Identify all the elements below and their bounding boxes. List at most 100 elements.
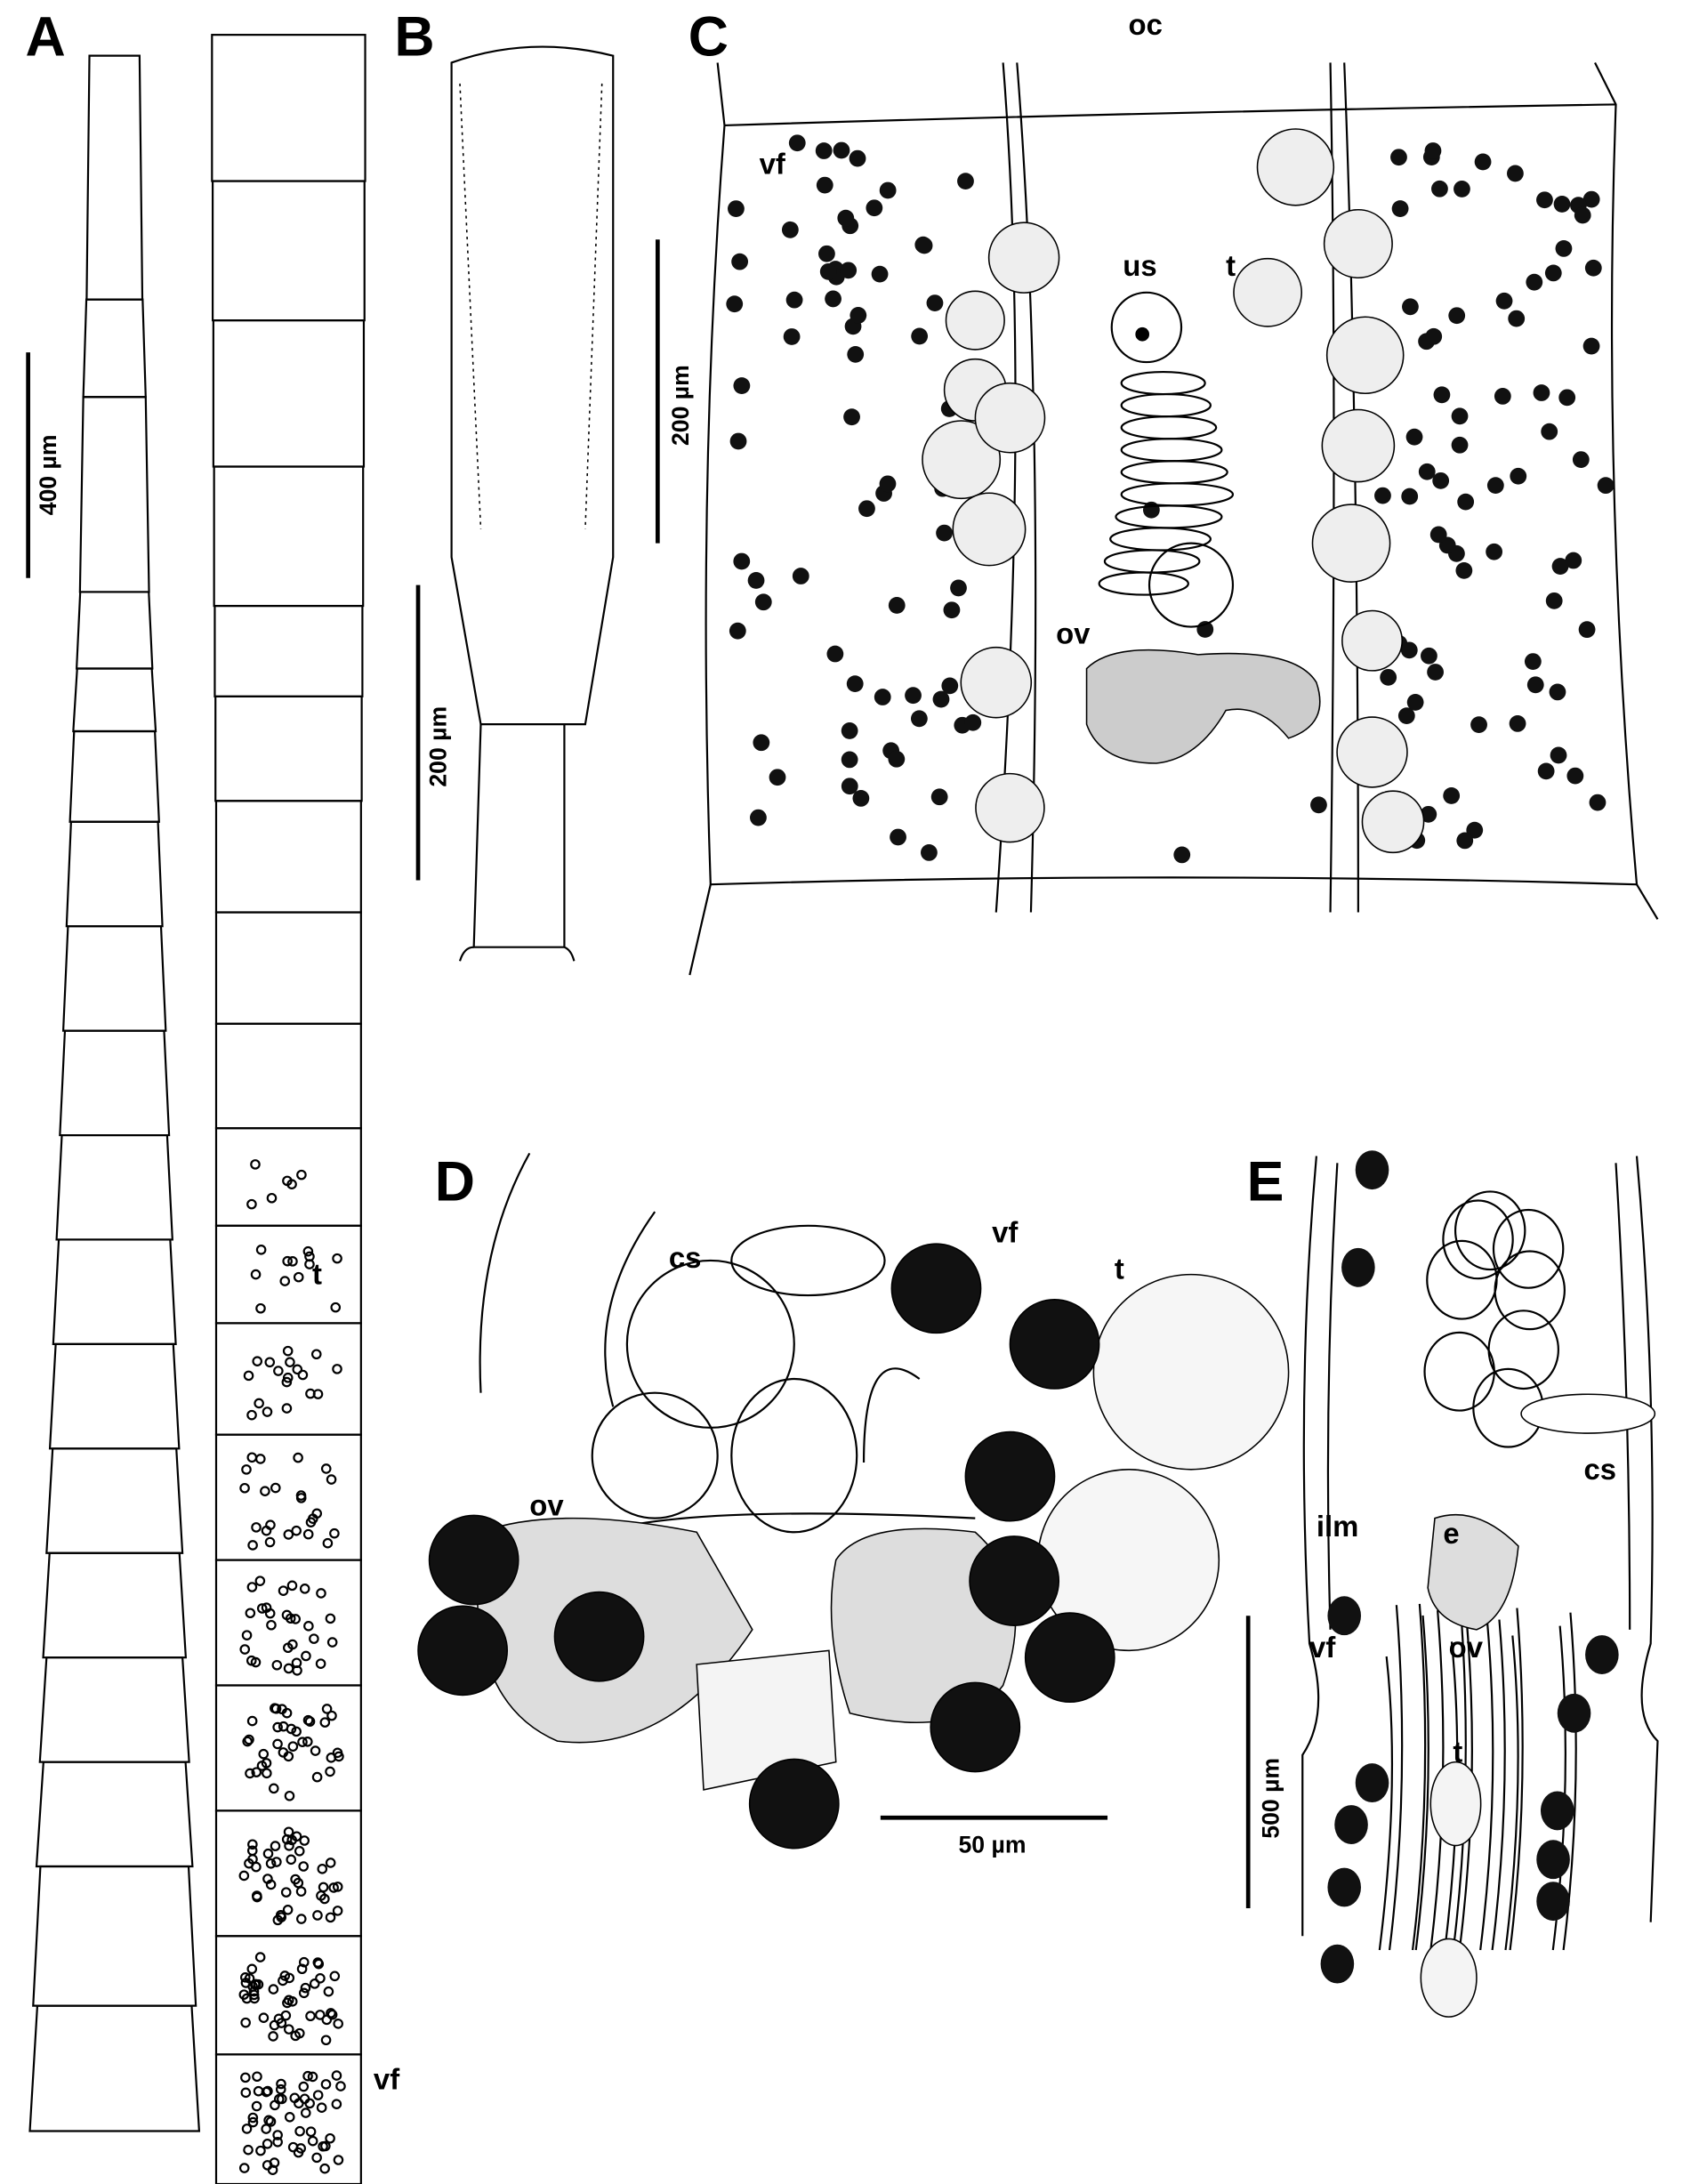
vitelline-follicle	[1474, 153, 1492, 171]
vitelline-follicle	[1380, 668, 1397, 686]
panel-d: D 50 µm cs vf t ov	[417, 1151, 1290, 1858]
vitelline-follicle	[1540, 1791, 1574, 1831]
segment	[85, 54, 144, 301]
testis	[975, 772, 1045, 843]
vitelline-follicle	[1550, 746, 1567, 764]
testis	[1336, 716, 1408, 788]
segment	[45, 1447, 184, 1554]
vitelline-follicle	[866, 199, 883, 217]
vitelline-follicle	[850, 307, 867, 324]
vitelline-follicle	[1334, 1805, 1368, 1844]
vitelline-follicle	[930, 788, 948, 806]
testis	[945, 290, 1005, 351]
vitelline-follicle	[1495, 292, 1513, 310]
label-c-t: t	[1226, 249, 1236, 282]
vitelline-follicle	[1431, 180, 1448, 197]
mehlis-gland	[696, 1649, 837, 1791]
scale-label-d: 50 µm	[959, 1831, 1027, 1858]
vitelline-follicle	[852, 790, 870, 807]
vitelline-follicle	[969, 1535, 1060, 1626]
vitelline-follicle	[783, 328, 801, 345]
vitelline-follicles-d	[417, 1243, 1115, 1850]
egg-mass	[1427, 1513, 1519, 1631]
cirrus-sac	[1520, 1393, 1656, 1434]
vitelline-follicle	[847, 345, 865, 363]
vitelline-follicle	[1536, 1840, 1570, 1880]
vitelline-follicle	[1510, 467, 1527, 485]
uterine-sac	[1098, 291, 1235, 628]
strobila-left	[28, 54, 201, 2132]
vitelline-follicle	[1566, 767, 1584, 785]
vitelline-follicle	[1401, 488, 1419, 505]
vitelline-follicle	[729, 432, 747, 450]
vitelline-follicle	[1549, 683, 1566, 701]
testis	[1256, 128, 1335, 206]
vitelline-follicle	[843, 408, 860, 426]
vitelline-follicle	[841, 722, 858, 739]
label-e-ilm: ilm	[1317, 1510, 1358, 1543]
vitelline-follicle	[1537, 762, 1555, 780]
vitelline-follicle	[788, 134, 806, 152]
vitelline-follicle	[837, 209, 855, 227]
segment	[82, 298, 147, 399]
vitelline-follicle	[1545, 592, 1563, 609]
testis	[1341, 609, 1403, 672]
label-c-us: us	[1123, 249, 1156, 282]
label-d-cs: cs	[669, 1241, 702, 1274]
testis	[1325, 316, 1405, 395]
vitelline-follicle	[1536, 191, 1553, 209]
vitelline-follicle	[1486, 477, 1504, 495]
vitelline-follicle	[1327, 1867, 1362, 1907]
vitelline-follicle	[1585, 1635, 1619, 1674]
vitelline-follicle	[964, 713, 982, 731]
scolex	[450, 45, 615, 726]
segment	[75, 591, 154, 670]
vitelline-follicle	[1508, 310, 1526, 327]
vitelline-follicle	[871, 265, 889, 283]
vitelline-follicle	[731, 253, 748, 270]
testis-d-1	[1092, 1273, 1290, 1471]
scale-label-e: 500 µm	[1258, 1758, 1284, 1839]
vitelline-follicle	[1310, 796, 1327, 814]
segment	[38, 1656, 190, 1763]
vitelline-follicle	[1390, 149, 1407, 166]
vitelline-follicle	[733, 552, 751, 570]
vitelline-follicle	[769, 769, 786, 786]
proglottid	[214, 1022, 362, 1130]
vitelline-follicle	[849, 149, 866, 167]
vitelline-follicle	[1565, 552, 1582, 569]
segment	[72, 667, 157, 733]
vitelline-follicle	[911, 327, 929, 345]
strobila-right	[211, 34, 366, 2184]
vitelline-follicle	[1555, 239, 1573, 257]
vitelline-follicle	[750, 809, 767, 826]
segment	[61, 925, 167, 1032]
testis	[1361, 790, 1425, 854]
testis	[1321, 408, 1396, 483]
vitelline-follicle	[1402, 298, 1419, 316]
vitelline-follicle	[1451, 436, 1469, 454]
vitelline-follicle	[840, 262, 858, 279]
testis	[1233, 257, 1303, 327]
vitelline-follicle	[1424, 142, 1442, 159]
vitelline-follicle	[1582, 190, 1600, 208]
vitelline-follicle	[1406, 694, 1424, 711]
vitelline-follicle	[1355, 1763, 1389, 1803]
scale-label-b: 200 µm	[424, 706, 451, 787]
vitelline-follicle	[785, 291, 803, 309]
proglottid	[211, 180, 366, 322]
vitelline-follicle	[1397, 707, 1415, 725]
panel-letter-d: D	[435, 1151, 475, 1213]
label-d-ov: ov	[529, 1488, 564, 1521]
segment	[55, 1133, 173, 1241]
vitelline-follicle	[1526, 676, 1544, 694]
panel-a: A 400 µm t vf	[26, 6, 399, 2184]
vitelline-follicle	[1421, 647, 1437, 665]
testis	[1323, 208, 1393, 279]
proglottid	[213, 604, 364, 697]
label-a-t: t	[312, 1258, 322, 1291]
proglottid	[214, 2053, 362, 2184]
vitelline-follicle	[1432, 471, 1450, 489]
vitelline-follicle	[1524, 653, 1542, 670]
label-d-t: t	[1115, 1252, 1124, 1285]
